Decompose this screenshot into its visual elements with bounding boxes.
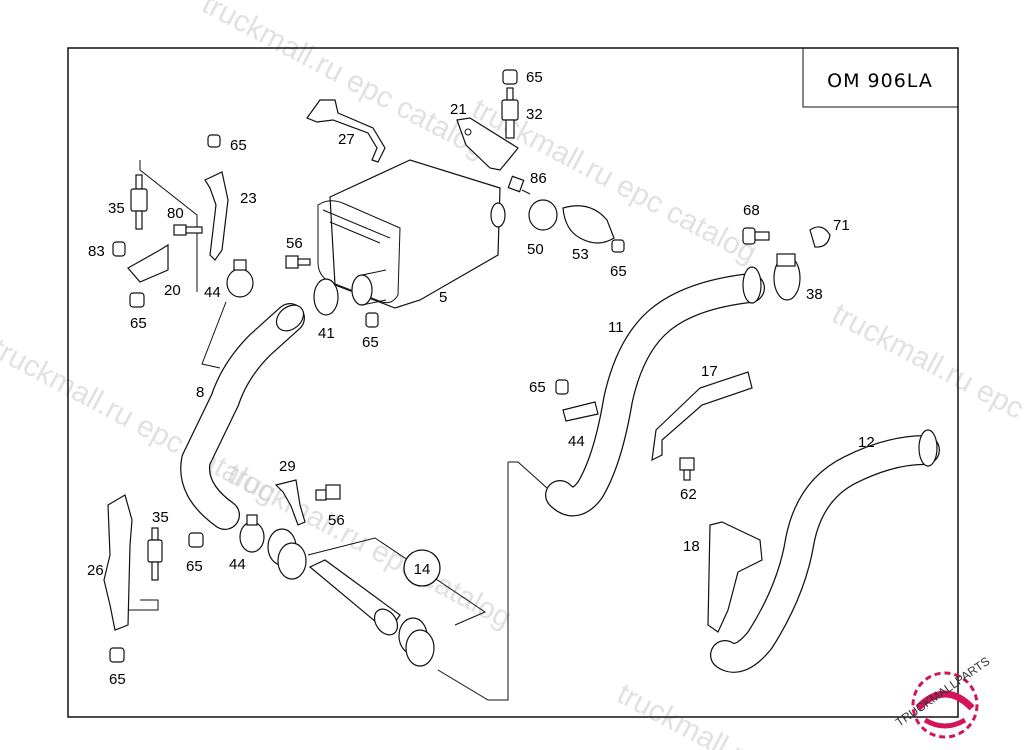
callout-27: 27: [338, 131, 355, 148]
callout-17: 17: [701, 363, 718, 380]
callout-11: 11: [608, 319, 624, 336]
callout-65: 65: [526, 69, 543, 86]
callout-18: 18: [683, 538, 700, 555]
callout-65: 65: [610, 263, 627, 280]
callout-32: 32: [526, 106, 543, 123]
callout-41: 41: [318, 325, 335, 342]
logo-text: TRUCKMALLPARTS: [893, 654, 992, 729]
callout-23: 23: [240, 190, 257, 207]
clamp-38: [773, 253, 801, 301]
callout-14-circle: [403, 549, 441, 587]
callout-65: 65: [362, 334, 379, 351]
cap-71: [809, 226, 831, 248]
watermark-6: truckmall.ru: [612, 677, 764, 750]
callout-80: 80: [167, 205, 184, 222]
callout-68: 68: [743, 202, 760, 219]
bracket-21: [456, 117, 519, 171]
cap-65-h: [109, 647, 125, 663]
cap-65-d: [365, 312, 379, 328]
callout-56: 56: [286, 235, 303, 252]
bracket-20: [127, 243, 169, 283]
rubber-mount-35-a: [130, 174, 148, 230]
callout-35: 35: [152, 509, 169, 526]
callout-71: 71: [833, 217, 850, 234]
pipe-12: [710, 429, 940, 673]
callout-29: 29: [279, 458, 296, 475]
pipe-11: [545, 266, 765, 517]
bolt-56-a: [285, 255, 311, 269]
callout-53: 53: [572, 246, 589, 263]
bolt-hole: [464, 128, 472, 136]
clamp-44-b: [562, 401, 599, 422]
callout-8: 8: [196, 384, 204, 401]
callout-labels: 65 32 21 27 65 23 35 80 83 20 44 65 56 4…: [87, 69, 875, 688]
callout-65: 65: [529, 379, 546, 396]
callout-35: 35: [108, 200, 125, 217]
callout-12: 12: [858, 434, 875, 451]
bracket-26: [103, 494, 133, 631]
callout-56: 56: [328, 512, 345, 529]
pipe-8: [180, 303, 305, 530]
bracket-29: [274, 479, 306, 526]
bolt-62: [679, 457, 695, 481]
clamp-pair-right: [398, 617, 435, 667]
bracket-17: [651, 371, 753, 462]
bracket-27: [306, 99, 386, 163]
cap-65-c: [129, 292, 145, 308]
clamp-50: [528, 199, 558, 231]
cap-65-f: [555, 379, 569, 395]
callout-26: 26: [87, 562, 104, 579]
callout-44: 44: [204, 284, 221, 301]
callout-65: 65: [230, 137, 247, 154]
clamp-pair-left: [267, 528, 307, 580]
callout-65: 65: [186, 558, 203, 575]
rubber-mount-32: [501, 69, 519, 139]
bracket-23: [204, 171, 229, 261]
callout-38: 38: [806, 286, 823, 303]
cap-65-b: [207, 134, 221, 148]
bolt-86: [507, 175, 531, 195]
callout-14: 14: [414, 561, 431, 578]
clamp-44-a: [226, 259, 254, 298]
cap-65-g: [188, 532, 204, 548]
callout-44: 44: [568, 433, 585, 450]
callout-5: 5: [439, 289, 447, 306]
callout-83: 83: [88, 243, 105, 260]
sleeve-53: [562, 205, 615, 244]
clamp-41: [313, 278, 339, 316]
callout-20: 20: [164, 282, 181, 299]
callout-44: 44: [229, 556, 246, 573]
callout-62: 62: [680, 486, 697, 503]
truckmallparts-logo: TRUCKMALLPARTS: [893, 654, 992, 739]
callout-21: 21: [450, 101, 467, 118]
callout-50: 50: [527, 241, 544, 258]
flex-pipe-14: [308, 559, 401, 636]
bracket-18: [707, 521, 763, 633]
clamp-44-c: [239, 514, 265, 553]
diagram-frame: [67, 47, 959, 718]
rubber-mount-35-b: [147, 527, 163, 581]
bolt-56-b: [315, 484, 341, 501]
cap-65-e: [611, 239, 625, 253]
bolt-80: [173, 224, 203, 236]
engine-label-box: OM 906LA: [802, 48, 958, 108]
washer-83: [112, 241, 126, 257]
bolt-68: [742, 227, 770, 245]
muffler-5: [317, 159, 506, 309]
callout-86: 86: [530, 170, 547, 187]
callout-65: 65: [130, 315, 147, 332]
engine-label: OM 906LA: [827, 70, 933, 92]
callout-65: 65: [109, 671, 126, 688]
